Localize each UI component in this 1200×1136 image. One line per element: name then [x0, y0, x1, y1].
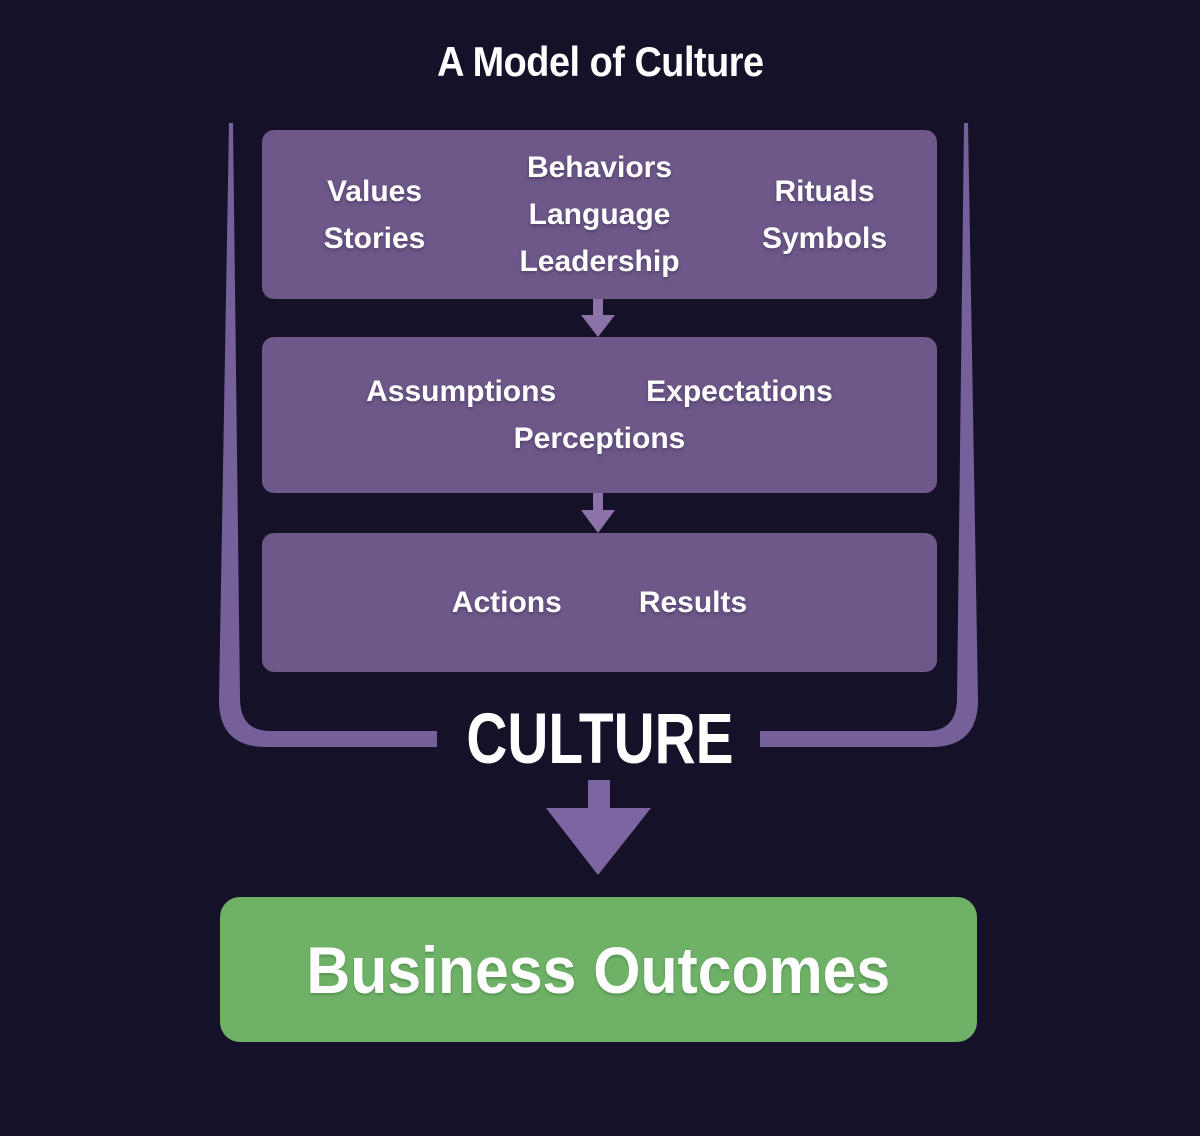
artifacts-col-right: Rituals Symbols: [712, 168, 937, 262]
results-row: Actions Results: [262, 579, 937, 626]
label-rituals: Rituals: [774, 174, 875, 208]
business-outcomes-box: Business Outcomes: [220, 897, 977, 1042]
label-values: Values: [326, 174, 423, 208]
artifacts-columns: Values Stories Behaviors Language Leader…: [262, 144, 937, 285]
artifacts-col-left: Values Stories: [262, 168, 487, 262]
culture-heading-text: CULTURE: [465, 699, 734, 779]
label-language: Language: [528, 198, 671, 231]
beliefs-box: Assumptions Expectations Perceptions: [262, 337, 937, 493]
label-stories: Stories: [323, 221, 426, 255]
label-actions: Actions: [451, 586, 562, 619]
label-behaviors: Behaviors: [526, 151, 673, 184]
artifacts-col-center: Behaviors Language Leadership: [487, 144, 712, 285]
results-box: Actions Results: [262, 533, 937, 672]
artifacts-box: Values Stories Behaviors Language Leader…: [262, 130, 937, 299]
diagram-title-text: A Model of Culture: [436, 38, 764, 85]
label-expectations: Expectations: [646, 375, 833, 408]
beliefs-row-top: Assumptions Expectations: [366, 368, 833, 415]
label-assumptions: Assumptions: [366, 375, 557, 408]
business-outcomes-label: Business Outcomes: [306, 932, 891, 1007]
beliefs-row-bottom: Perceptions: [514, 415, 686, 462]
label-symbols: Symbols: [761, 221, 888, 255]
down-arrow-top-icon: [581, 299, 615, 337]
label-perceptions: Perceptions: [513, 422, 686, 455]
down-arrow-middle-icon: [581, 492, 615, 533]
label-results: Results: [638, 586, 748, 619]
diagram-title: A Model of Culture: [0, 38, 1200, 86]
culture-heading: CULTURE: [262, 699, 937, 779]
label-leadership: Leadership: [519, 245, 680, 278]
culture-big-arrow-icon: [546, 780, 651, 875]
